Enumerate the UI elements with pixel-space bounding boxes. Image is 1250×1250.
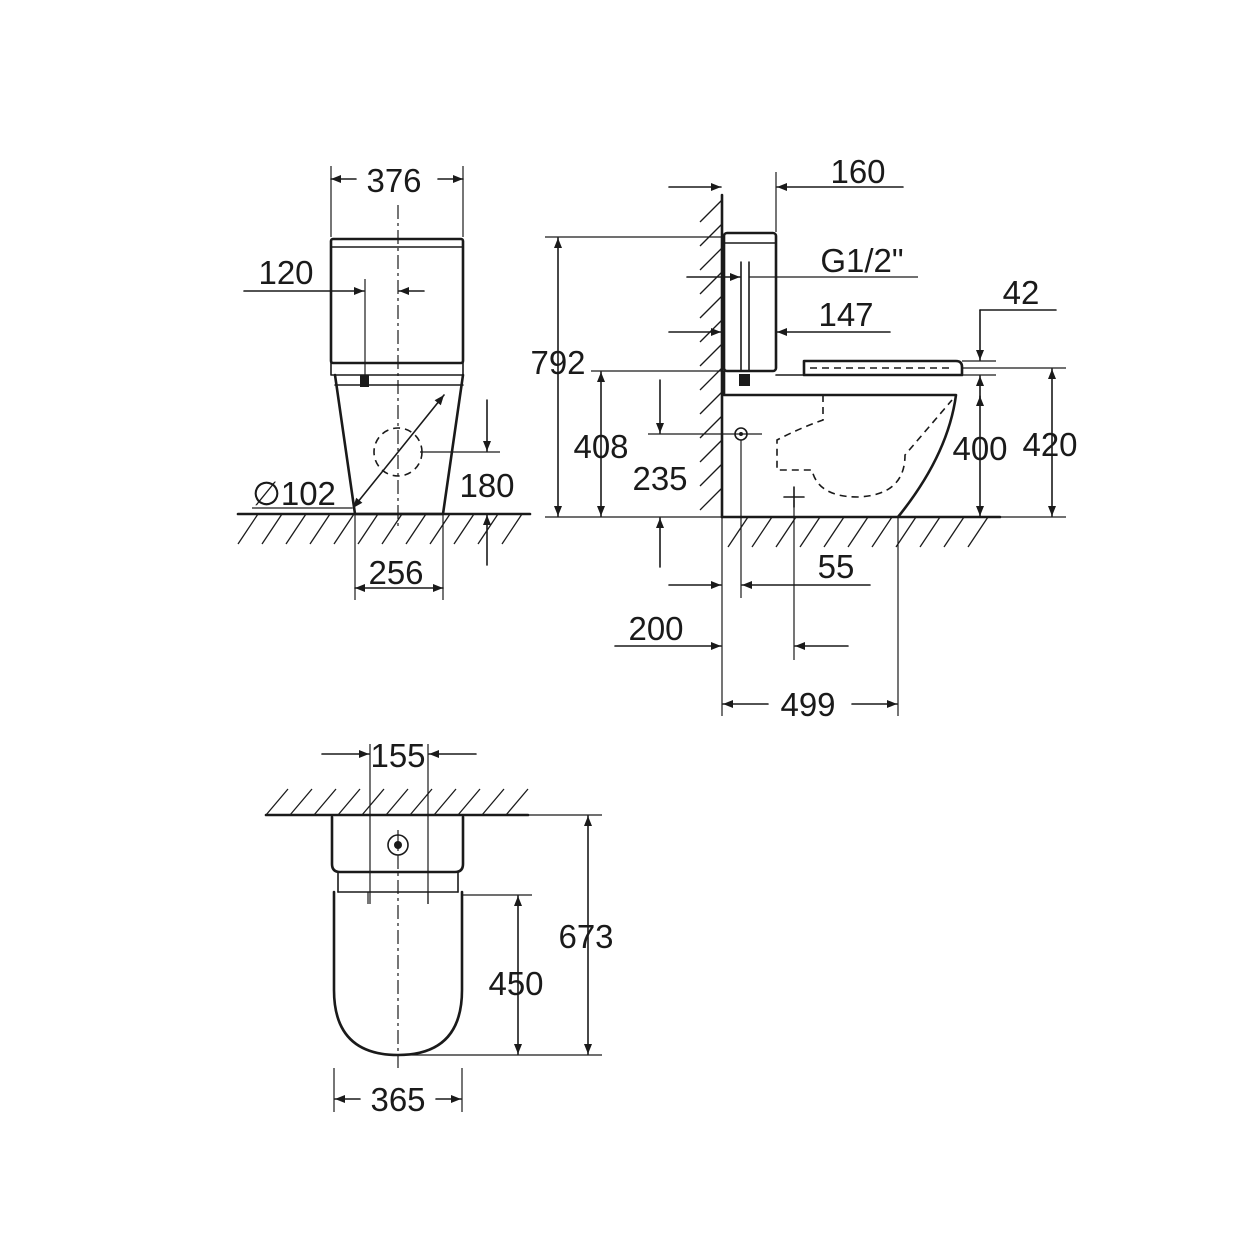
wall-hatch [699, 199, 723, 511]
dim-rim-height: 420 [1022, 426, 1077, 463]
top-wall-hatch [265, 788, 529, 816]
dim-tank-bottom-height: 408 [573, 428, 628, 465]
top-cistern [330, 815, 465, 874]
seat-lid [802, 359, 964, 377]
side-floor-hatch [727, 516, 989, 548]
top-view: 155 673 450 365 [264, 737, 614, 1118]
dim-inlet-width: 155 [370, 737, 425, 774]
valve [360, 375, 369, 387]
dim-top-width: 365 [370, 1081, 425, 1118]
dim-tank-depth: 147 [818, 296, 873, 333]
bowl-front [333, 373, 465, 516]
front-view: 376 120 ∅102 180 256 [236, 162, 532, 600]
bowl-side [722, 370, 958, 519]
dim-width-top: 376 [366, 162, 421, 199]
dim-wall-to-inlet: 200 [628, 610, 683, 647]
dim-seat-height: 400 [952, 430, 1007, 467]
dim-outlet-offset: 55 [818, 548, 855, 585]
dim-seat-thickness: 42 [1003, 274, 1040, 311]
dim-side-tank-offset: 160 [830, 153, 885, 190]
side-cistern [722, 231, 778, 373]
dim-tank-offset: 120 [258, 254, 313, 291]
dim-inlet-height: 235 [632, 460, 687, 497]
side-view: 160 G1/2" 147 42 792 408 235 400 [530, 153, 1077, 723]
dim-outlet-height: 180 [459, 467, 514, 504]
dim-outlet-diameter: ∅102 [252, 475, 336, 512]
front-floor-hatch [237, 513, 523, 545]
dim-bowl-depth: 450 [488, 965, 543, 1002]
dim-total-height: 792 [530, 344, 585, 381]
dim-inlet-thread: G1/2" [820, 242, 903, 279]
trap-outline [776, 395, 953, 498]
dim-projection: 499 [780, 686, 835, 723]
cistern [329, 237, 465, 365]
dim-base-width: 256 [368, 554, 423, 591]
dim-total-depth: 673 [558, 918, 613, 955]
